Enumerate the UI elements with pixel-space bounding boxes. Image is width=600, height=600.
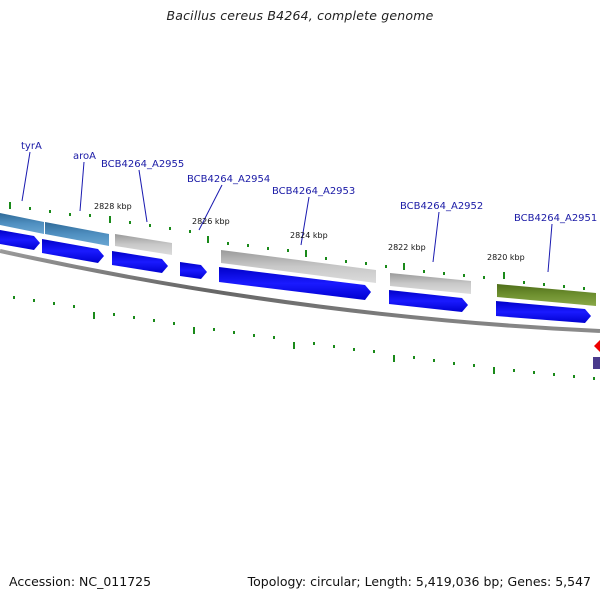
gene-a2952[interactable]: [390, 273, 471, 294]
cds-arrow[interactable]: [42, 239, 104, 263]
kbp-2828: 2828 kbp: [94, 202, 132, 211]
cds-arrow[interactable]: [0, 230, 40, 250]
genome-summary: Topology: circular; Length: 5,419,036 bp…: [247, 574, 591, 589]
gene-a2951[interactable]: [497, 284, 596, 306]
label-a2954: BCB4264_A2954: [187, 174, 270, 185]
cds-track[interactable]: [0, 230, 591, 323]
map-title: Bacillus cereus B4264, complete genome: [166, 8, 434, 23]
cds-arrow[interactable]: [219, 267, 371, 300]
accession-label: Accession: NC_011725: [9, 574, 152, 589]
cds-arrow[interactable]: [180, 262, 207, 279]
label-tyrA: tyrA: [21, 141, 42, 152]
label-a2951: BCB4264_A2951: [514, 213, 597, 224]
purple-feature-marker[interactable]: [593, 357, 600, 369]
cds-arrow[interactable]: [496, 301, 591, 323]
inner-tick-marks: [13, 296, 595, 380]
label-aroA: aroA: [73, 151, 96, 162]
cds-arrow[interactable]: [112, 251, 168, 273]
label-a2953: BCB4264_A2953: [272, 186, 355, 197]
label-a2952: BCB4264_A2952: [400, 201, 483, 212]
label-a2955: BCB4264_A2955: [101, 159, 184, 170]
genome-backbone: [0, 249, 600, 333]
gene-track[interactable]: [0, 213, 596, 306]
kbp-2822: 2822 kbp: [388, 243, 426, 252]
outer-tick-marks: [9, 202, 585, 290]
gene-tyrA[interactable]: [0, 213, 44, 234]
kbp-2820: 2820 kbp: [487, 253, 525, 262]
kbp-2826: 2826 kbp: [192, 217, 230, 226]
cds-arrow[interactable]: [389, 290, 468, 312]
red-feature-marker[interactable]: [594, 340, 600, 352]
gene-a2953[interactable]: [221, 250, 376, 283]
label-leaders: [21, 151, 553, 273]
kbp-2824: 2824 kbp: [290, 231, 328, 240]
gene-a2955[interactable]: [115, 234, 172, 255]
gene-aroA[interactable]: [45, 222, 109, 246]
